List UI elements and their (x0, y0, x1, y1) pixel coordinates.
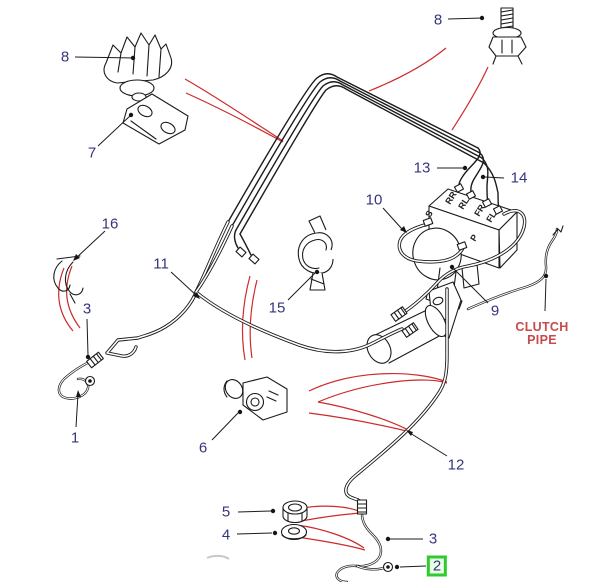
callout-11[interactable]: 11 (153, 255, 169, 273)
callout-6[interactable]: 6 (198, 439, 208, 457)
stud-clip (488, 7, 527, 65)
fittings (84, 183, 504, 573)
port-label-p: P (468, 233, 480, 243)
pipe-to-left-hose (105, 220, 230, 358)
ferrule (390, 306, 408, 322)
retaining-clip-small (53, 255, 84, 304)
callout-4[interactable]: 4 (221, 526, 231, 544)
clutch-pipe-note-line1: CLUTCH (515, 320, 569, 334)
callout-15[interactable]: 15 (268, 299, 286, 317)
callout-13[interactable]: 13 (413, 159, 431, 177)
mounting-bracket (122, 93, 189, 145)
pipe-clip-finned (103, 32, 173, 102)
clutch-pipe-note-line2: PIPE (527, 333, 557, 347)
clutch-pipe-note[interactable]: CLUTCH PIPE (515, 321, 568, 347)
callout-14[interactable]: 14 (510, 169, 528, 187)
callout-10[interactable]: 10 (365, 191, 383, 209)
callout-3-left[interactable]: 3 (82, 300, 92, 318)
faint-mark (206, 554, 230, 560)
callout-1[interactable]: 1 (70, 429, 80, 447)
callout-8-top-right[interactable]: 8 (433, 11, 443, 29)
callout-9[interactable]: 9 (490, 302, 500, 320)
callout-leaders (73, 15, 549, 570)
washer (280, 523, 308, 541)
callout-8-top-left[interactable]: 8 (60, 48, 70, 66)
callout-16[interactable]: 16 (101, 215, 119, 233)
union-valve (223, 376, 288, 421)
port-label-s: S (423, 209, 435, 219)
ferrule (86, 351, 104, 369)
callout-2-highlighted[interactable]: 2 (426, 555, 448, 577)
callout-7[interactable]: 7 (87, 144, 97, 162)
pipe-clip-c-shape (297, 215, 334, 291)
nut (282, 500, 308, 524)
clutch-pipe-coil-end (552, 225, 564, 236)
callout-12[interactable]: 12 (447, 456, 465, 474)
callout-5[interactable]: 5 (221, 503, 231, 521)
callout-3-bottom[interactable]: 3 (428, 530, 438, 548)
ferrule (401, 322, 419, 338)
ferrule (356, 499, 368, 515)
